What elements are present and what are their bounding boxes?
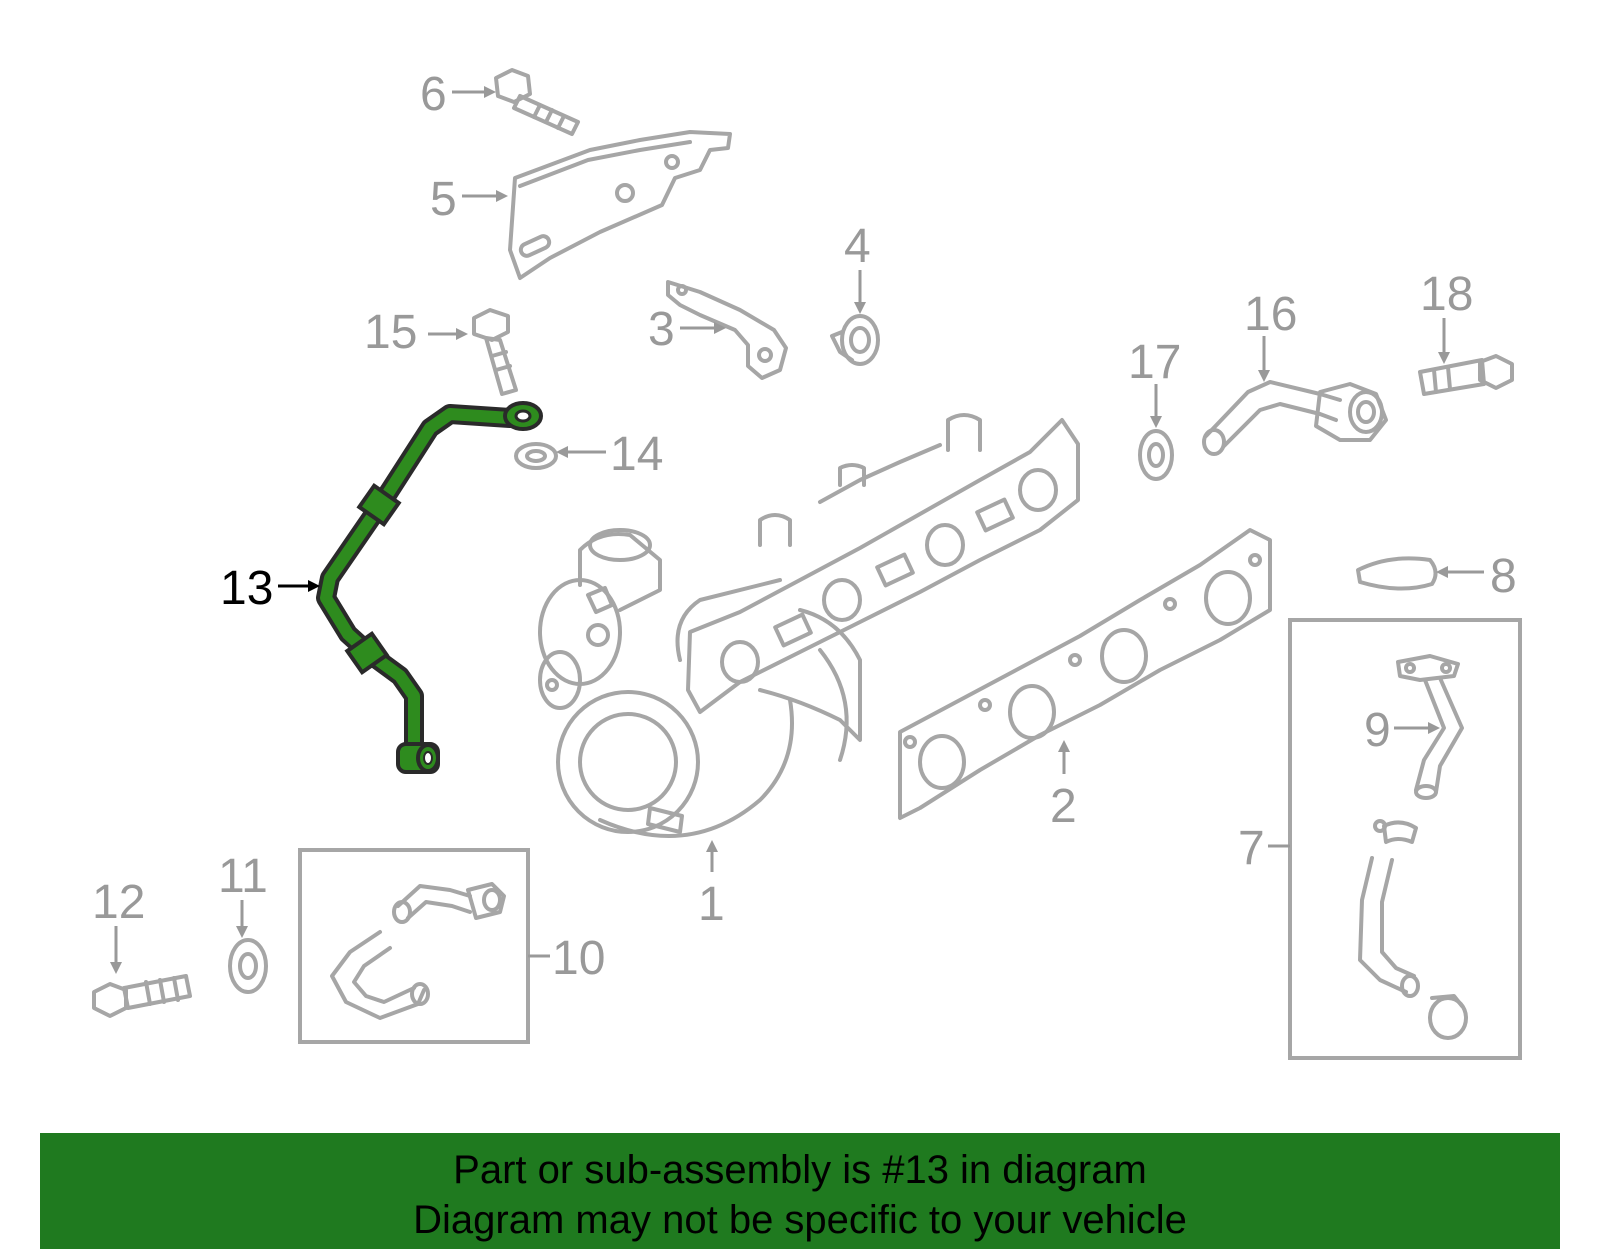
- banner-line-2: Diagram may not be specific to your vehi…: [413, 1198, 1187, 1242]
- part-15-bolt[interactable]: [472, 308, 518, 396]
- part-7-hose[interactable]: [1358, 819, 1468, 1040]
- part-18-bolt[interactable]: [1418, 354, 1514, 396]
- part-11-washer[interactable]: [228, 938, 268, 994]
- part-1-turbocharger[interactable]: [538, 413, 1080, 838]
- label-13: 13: [220, 562, 273, 615]
- label-15: 15: [364, 306, 417, 359]
- label-1: 1: [698, 878, 725, 931]
- label-10: 10: [552, 932, 605, 985]
- label-14: 14: [610, 428, 663, 481]
- part-4-nut[interactable]: [830, 314, 880, 366]
- label-5: 5: [430, 173, 457, 226]
- part-6-bolt[interactable]: [494, 68, 580, 136]
- part-3-bracket[interactable]: [666, 280, 788, 380]
- label-4: 4: [844, 220, 871, 273]
- label-8: 8: [1490, 550, 1517, 603]
- label-3: 3: [648, 303, 675, 356]
- label-2: 2: [1050, 780, 1077, 833]
- label-9: 9: [1364, 704, 1391, 757]
- part-7-assembly-box[interactable]: [1288, 618, 1522, 1060]
- label-16: 16: [1244, 288, 1297, 341]
- part-16-oil-pipe[interactable]: [1202, 380, 1388, 456]
- label-7: 7: [1238, 822, 1265, 875]
- part-17-washer[interactable]: [1138, 429, 1174, 481]
- banner-line-1: Part or sub-assembly is #13 in diagram: [453, 1148, 1147, 1192]
- label-18: 18: [1420, 268, 1473, 321]
- part-5-heat-shield[interactable]: [508, 130, 732, 280]
- label-12: 12: [92, 876, 145, 929]
- part-9-water-pipe[interactable]: [1396, 654, 1464, 800]
- part-8-gasket[interactable]: [1356, 556, 1438, 591]
- part-2-gasket[interactable]: [898, 528, 1272, 820]
- label-11: 11: [218, 850, 268, 903]
- part-12-bolt[interactable]: [92, 974, 192, 1018]
- parts-diagram: 6 5 4 3 15 14: [92, 68, 1522, 1060]
- part-13-oil-feed-line[interactable]: [316, 401, 543, 774]
- label-17: 17: [1128, 336, 1181, 389]
- info-banner: Part or sub-assembly is #13 in diagram D…: [40, 1133, 1560, 1249]
- label-6: 6: [420, 68, 447, 121]
- part-10-hose[interactable]: [330, 882, 506, 1020]
- part-14-washer[interactable]: [514, 442, 558, 470]
- part-10-assembly-box[interactable]: [298, 848, 530, 1044]
